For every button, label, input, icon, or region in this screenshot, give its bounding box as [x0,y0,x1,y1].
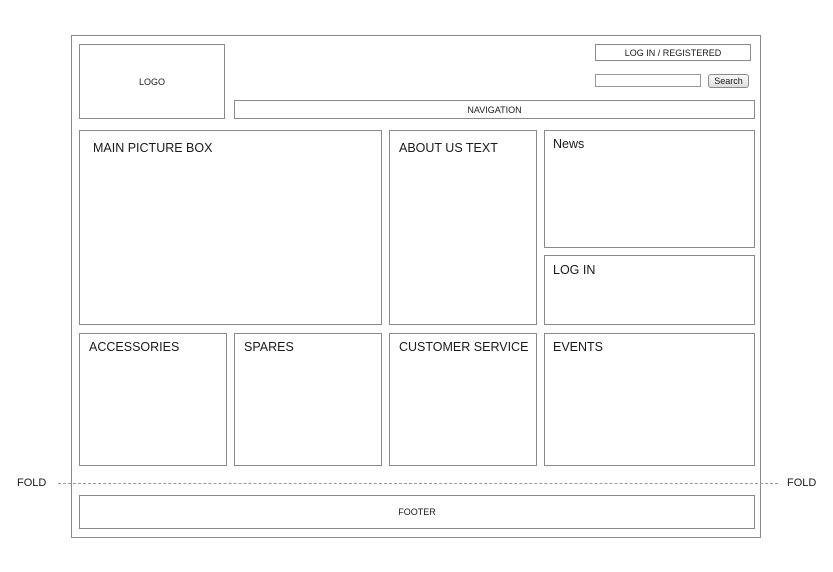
events-label: EVENTS [553,340,604,354]
accessories-box[interactable]: ACCESSORIES [79,333,227,466]
about-us-box[interactable]: ABOUT US TEXT [389,130,537,325]
events-box[interactable]: EVENTS [544,333,755,466]
main-picture-label: MAIN PICTURE BOX [93,141,213,155]
login-registered-label: LOG IN / REGISTERED [624,47,722,58]
login-registered-link[interactable]: LOG IN / REGISTERED [595,44,751,61]
news-label: News [553,137,585,151]
about-us-label: ABOUT US TEXT [399,141,498,155]
main-picture-box[interactable]: MAIN PICTURE BOX [79,130,382,325]
navigation-label: NAVIGATION [467,104,522,115]
accessories-label: ACCESSORIES [89,340,180,354]
search-button[interactable]: Search [708,74,749,88]
spares-label: SPARES [244,340,294,354]
footer-label: FOOTER [398,507,436,517]
navigation-bar[interactable]: NAVIGATION [234,100,755,119]
spares-box[interactable]: SPARES [234,333,382,466]
logo-label: LOGO [138,76,165,87]
footer-box[interactable]: FOOTER [79,495,755,529]
fold-label-right: FOLD [787,477,817,489]
customer-service-box[interactable]: CUSTOMER SERVICE [389,333,537,466]
logo-box[interactable]: LOGO [79,44,225,119]
search-input[interactable] [595,74,701,87]
customer-service-label: CUSTOMER SERVICE [399,340,529,354]
news-box[interactable]: News [544,130,755,248]
fold-label-left: FOLD [17,477,47,489]
search-button-label: Search [714,76,743,86]
login-box[interactable]: LOG IN [544,255,755,325]
page-frame [71,35,761,538]
fold-line [58,483,778,484]
login-box-label: LOG IN [553,263,596,277]
